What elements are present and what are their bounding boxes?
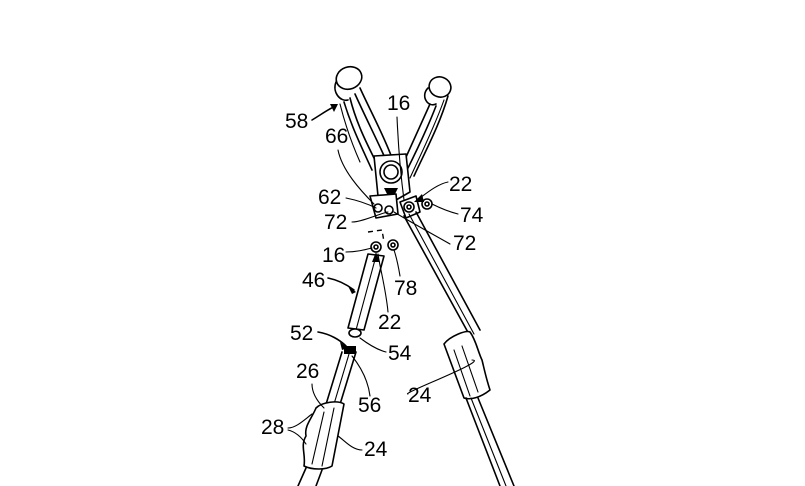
right-arm [401,76,452,179]
label-62: 62 [318,186,341,209]
phantom-outline [367,229,385,243]
label-52: 52 [290,322,313,345]
label-58: 58 [285,110,308,133]
label-22-upper: 22 [449,173,472,196]
left-arm [334,65,393,171]
label-22-lower: 22 [378,311,401,334]
right-leg [403,211,515,486]
label-72-right: 72 [453,232,476,255]
label-24-right: 24 [408,384,432,407]
label-72-left: 72 [324,211,347,234]
label-78: 78 [394,277,417,300]
label-54: 54 [388,342,412,365]
label-28: 28 [261,416,284,439]
label-24-left: 24 [364,438,388,461]
label-56: 56 [358,394,381,417]
label-16-lower: 16 [322,244,345,267]
label-46: 46 [302,269,325,292]
right-leg-head [399,195,433,219]
label-66: 66 [325,125,348,148]
label-16-upper: 16 [387,92,410,115]
left-leg [297,346,357,486]
label-74: 74 [460,204,484,227]
leader-lines [287,104,475,451]
reference-labels: 58 16 66 62 22 74 72 72 16 78 46 22 52 5… [261,92,484,461]
label-26: 26 [296,360,319,383]
